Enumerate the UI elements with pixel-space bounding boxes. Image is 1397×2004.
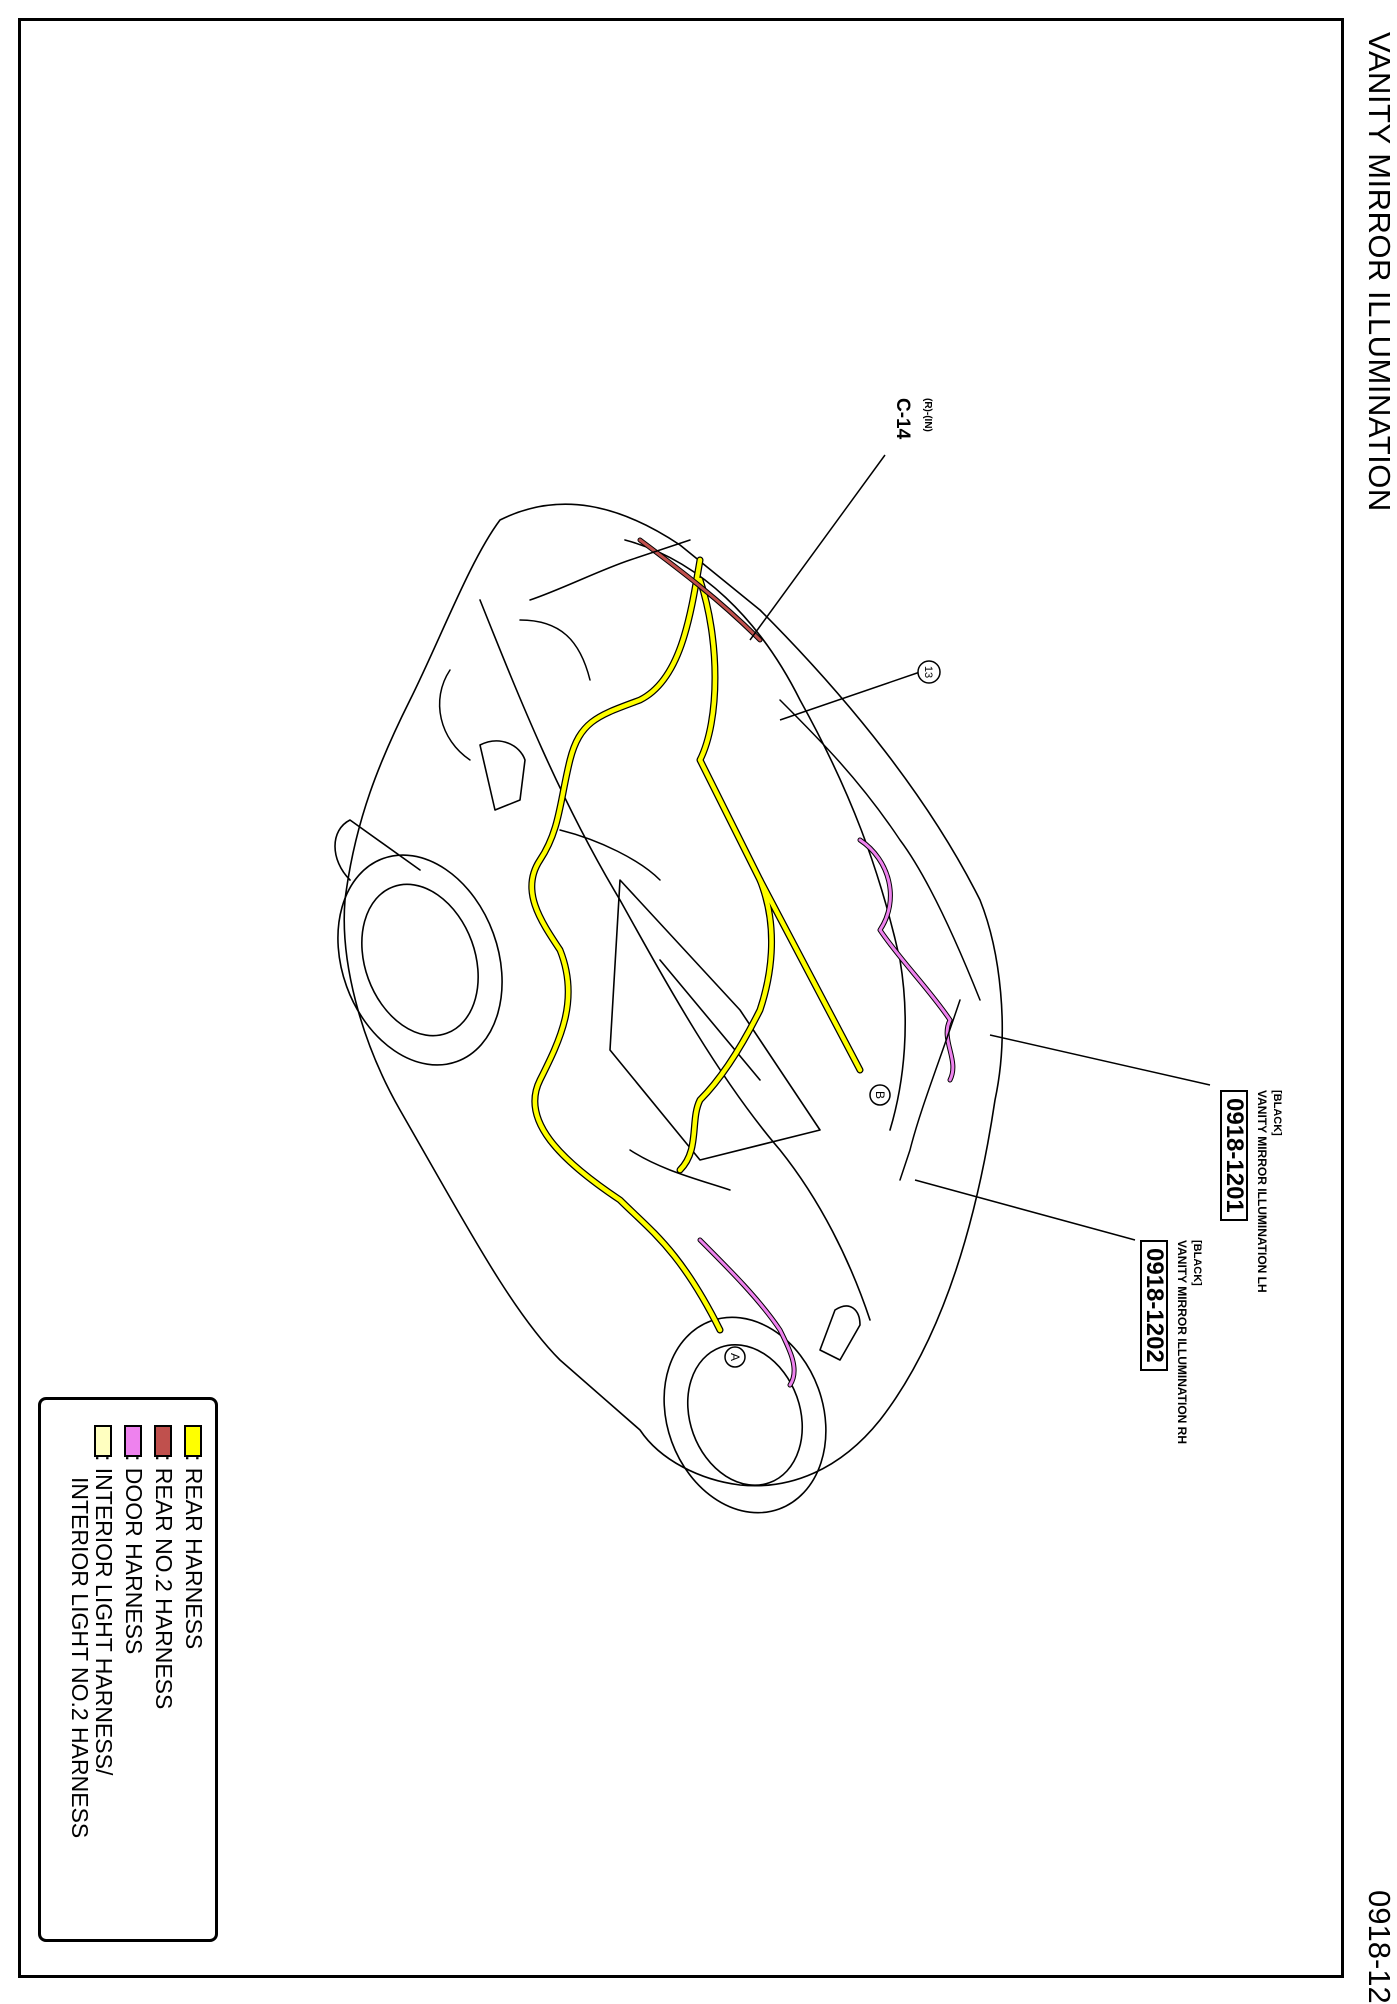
rh-connector-name: VANITY MIRROR ILLUMINATION RH [1175,1240,1189,1444]
page-frame [18,18,1344,1978]
car-body-outline [343,503,1004,1487]
c14-leader [749,454,886,641]
floor-split [659,959,761,1081]
legend-swatch [154,1425,172,1457]
marker-b-circle [869,1084,891,1106]
lh-connector-tag: [BLACK] [1271,1090,1283,1136]
c14-connector-code: C-14 [892,398,913,440]
rear-no2-harness [637,537,763,643]
legend-label: : REAR NO.2 HARNESS [151,1455,177,1710]
rh-leader [914,1179,1136,1241]
ground-13-label: 13 [922,666,934,678]
marker-a-circle [724,1346,746,1368]
cabin-floor [609,879,821,1161]
ground-13-circle [917,660,941,684]
marker-a-label: A [728,1353,742,1361]
wheel-upper [337,854,503,1066]
lh-connector-name: VANITY MIRROR ILLUMINATION LH [1255,1090,1269,1293]
legend-swatch [94,1425,112,1457]
rh-connector-code: 0918-1202 [1140,1240,1168,1371]
legend-label: : INTERIOR LIGHT HARNESS/ [91,1455,117,1776]
c14-connector-tag: (R)-(IN) [922,398,933,432]
black-wiring [438,539,981,1191]
rh-connector-tag: [BLACK] [1191,1240,1203,1286]
legend-label: : DOOR HARNESS [121,1455,147,1655]
harness-legend [38,1397,218,1942]
lh-connector-code: 0918-1201 [1220,1090,1248,1221]
ground-13-leader [779,671,921,721]
door-harness [697,837,956,1388]
lh-leader [989,1034,1211,1086]
marker-b-label: B [873,1091,887,1099]
legend-swatch [184,1425,202,1457]
legend-swatch [124,1425,142,1457]
legend-label: INTERIOR LIGHT NO.2 HARNESS [67,1477,93,1839]
roof-outline [624,539,907,1131]
side-sill [479,599,871,1321]
rear-harness [528,556,864,1334]
legend-label: : REAR HARNESS [181,1455,207,1650]
wheel-lower [663,1316,827,1514]
